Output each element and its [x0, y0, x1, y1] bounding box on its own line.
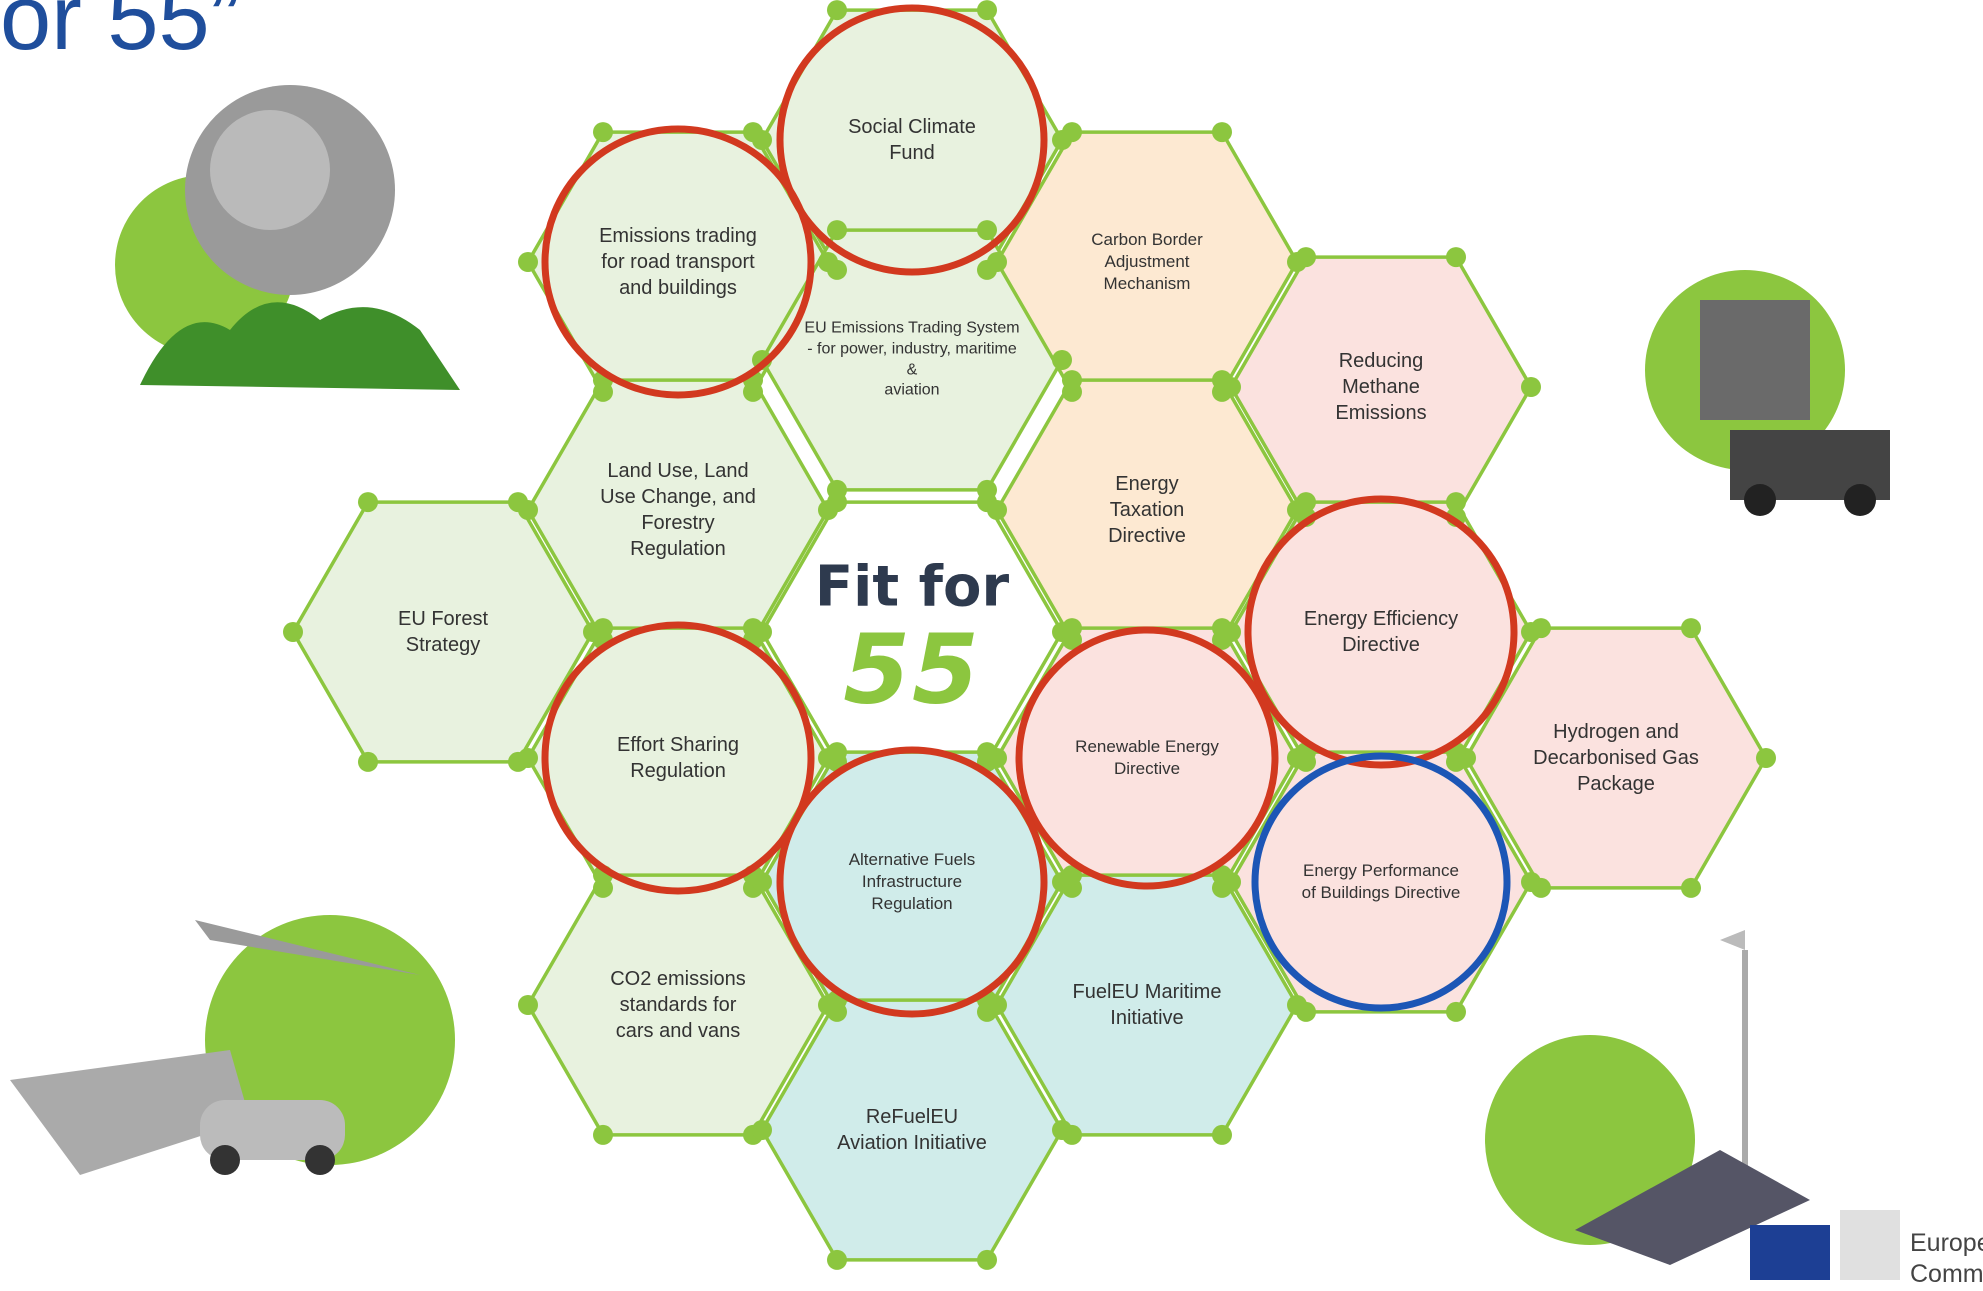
- fifty-five-text: 55: [843, 613, 981, 726]
- hex-vertex-node: [1212, 1124, 1232, 1145]
- brand-line-2: Comm: [1910, 1260, 1983, 1289]
- label-eu-forest-strategy: EU Forest Strategy: [397, 608, 489, 656]
- hex-vertex-node: [1521, 872, 1541, 892]
- highlight-ring-red: [1244, 495, 1518, 769]
- highlight-ring-red: [776, 4, 1048, 276]
- hex-vertex-node: [818, 500, 838, 520]
- label-cbam: Carbon Border Adjustment Mechanism: [1091, 229, 1203, 294]
- label-hydrogen-gas: Hydrogen and Decarbonised Gas Package: [1533, 721, 1699, 795]
- hex-vertex-node: [1212, 618, 1232, 639]
- label-energy-efficiency: Energy Efficiency Directive: [1303, 608, 1459, 656]
- hex-vertex-node: [518, 995, 538, 1015]
- hex-vertex-node: [1681, 877, 1701, 898]
- label-alternative-fuels: Alternative Fuels Infrastructure Regulat…: [848, 849, 976, 914]
- label-lulucf: Land Use, Land Use Change, and Forestry …: [600, 460, 756, 560]
- hex-vertex-node: [1062, 370, 1082, 391]
- plane-ship-car-illustration: [10, 915, 455, 1175]
- ec-logo: [1750, 1210, 1900, 1280]
- hex-vertex-node: [518, 748, 538, 768]
- hex-vertex-node: [1446, 1001, 1466, 1022]
- hex-vertex-node: [358, 492, 378, 513]
- hex-vertex-node: [827, 742, 847, 763]
- hex-vertex-node: [1212, 865, 1232, 886]
- hex-vertex-node: [1681, 618, 1701, 639]
- hex-vertex-node: [1446, 492, 1466, 513]
- hex-vertex-node: [1531, 618, 1551, 639]
- hex-vertex-node: [593, 618, 613, 639]
- hex-vertex-node: [1212, 122, 1232, 143]
- label-emissions-trading-road-buildings: Emissions trading for road transport and…: [599, 225, 757, 299]
- highlight-ring-red: [541, 125, 815, 399]
- hex-vertex-node: [827, 220, 847, 241]
- brand-line-1: Europe: [1910, 1229, 1983, 1257]
- label-social-climate-fund: Social Climate Fund: [848, 116, 976, 164]
- fit-for-55-logo: Fit for 55: [815, 555, 1009, 726]
- hex-vertex-node: [1212, 370, 1232, 391]
- hex-vertex-node: [1296, 492, 1316, 513]
- highlight-ring-red: [541, 621, 815, 895]
- label-reducing-methane: Reducing Methane Emissions: [1335, 350, 1427, 424]
- highlight-ring-red: [1015, 626, 1279, 890]
- hex-vertex-node: [987, 500, 1007, 520]
- page-title: or 55”: [0, 0, 241, 69]
- hex-vertex-node: [1287, 995, 1307, 1015]
- container-truck-illustration: [1645, 270, 1890, 516]
- hex-vertex-node: [977, 220, 997, 241]
- label-eu-ets: EU Emissions Trading System - for power,…: [804, 319, 1020, 399]
- hex-vertex-node: [283, 622, 303, 642]
- highlight-ring-blue: [1251, 752, 1511, 1012]
- hex-vertex-node: [827, 1249, 847, 1270]
- label-effort-sharing: Effort Sharing Regulation: [617, 734, 739, 782]
- label-energy-taxation: Energy Taxation Directive: [1108, 473, 1186, 547]
- hex-vertex-node: [743, 122, 763, 143]
- hex-vertex-node: [593, 1124, 613, 1145]
- hex-vertex-node: [518, 252, 538, 272]
- hex-vertex-node: [358, 751, 378, 772]
- hex-vertex-node: [1521, 377, 1541, 397]
- european-commission-text: Europe Comm: [1910, 1228, 1983, 1291]
- hex-vertex-node: [1052, 350, 1072, 370]
- hex-vertex-node: [1062, 865, 1082, 886]
- hex-vertex-node: [1062, 122, 1082, 143]
- wind-solar-illustration: [1485, 930, 1810, 1265]
- label-refueleu-aviation: ReFuelEU Aviation Initiative: [837, 1106, 987, 1154]
- hex-vertex-node: [743, 618, 763, 639]
- hex-vertex-node: [977, 1249, 997, 1270]
- hex-vertex-node: [827, 479, 847, 500]
- hex-vertex-node: [1052, 1120, 1072, 1140]
- hex-vertex-node: [1446, 247, 1466, 268]
- label-fueleu-maritime: FuelEU Maritime Initiative: [1072, 981, 1222, 1029]
- hex-vertex-node: [977, 0, 997, 21]
- hex-vertex-node: [752, 1120, 772, 1140]
- hex-vertex-node: [818, 252, 838, 272]
- highlight-ring-red: [776, 746, 1048, 1018]
- label-co2-cars-vans: CO2 emissions standards for cars and van…: [610, 968, 746, 1042]
- hex-vertex-node: [593, 122, 613, 143]
- hex-vertex-node: [1062, 618, 1082, 639]
- label-renewable-energy: Renewable Energy Directive: [1075, 736, 1219, 778]
- hex-vertex-node: [977, 479, 997, 500]
- hex-vertex-node: [1296, 247, 1316, 268]
- hex-vertex-node: [977, 742, 997, 763]
- label-energy-performance-buildings: Energy Performance of Buildings Directiv…: [1301, 860, 1461, 902]
- hex-vertex-node: [1756, 748, 1776, 768]
- earth-forest-illustration: [115, 85, 460, 390]
- hex-vertex-node: [827, 0, 847, 21]
- hex-vertex-node: [987, 252, 1007, 272]
- hex-vertex-node: [508, 492, 528, 513]
- fit-for-text: Fit for: [814, 554, 1010, 620]
